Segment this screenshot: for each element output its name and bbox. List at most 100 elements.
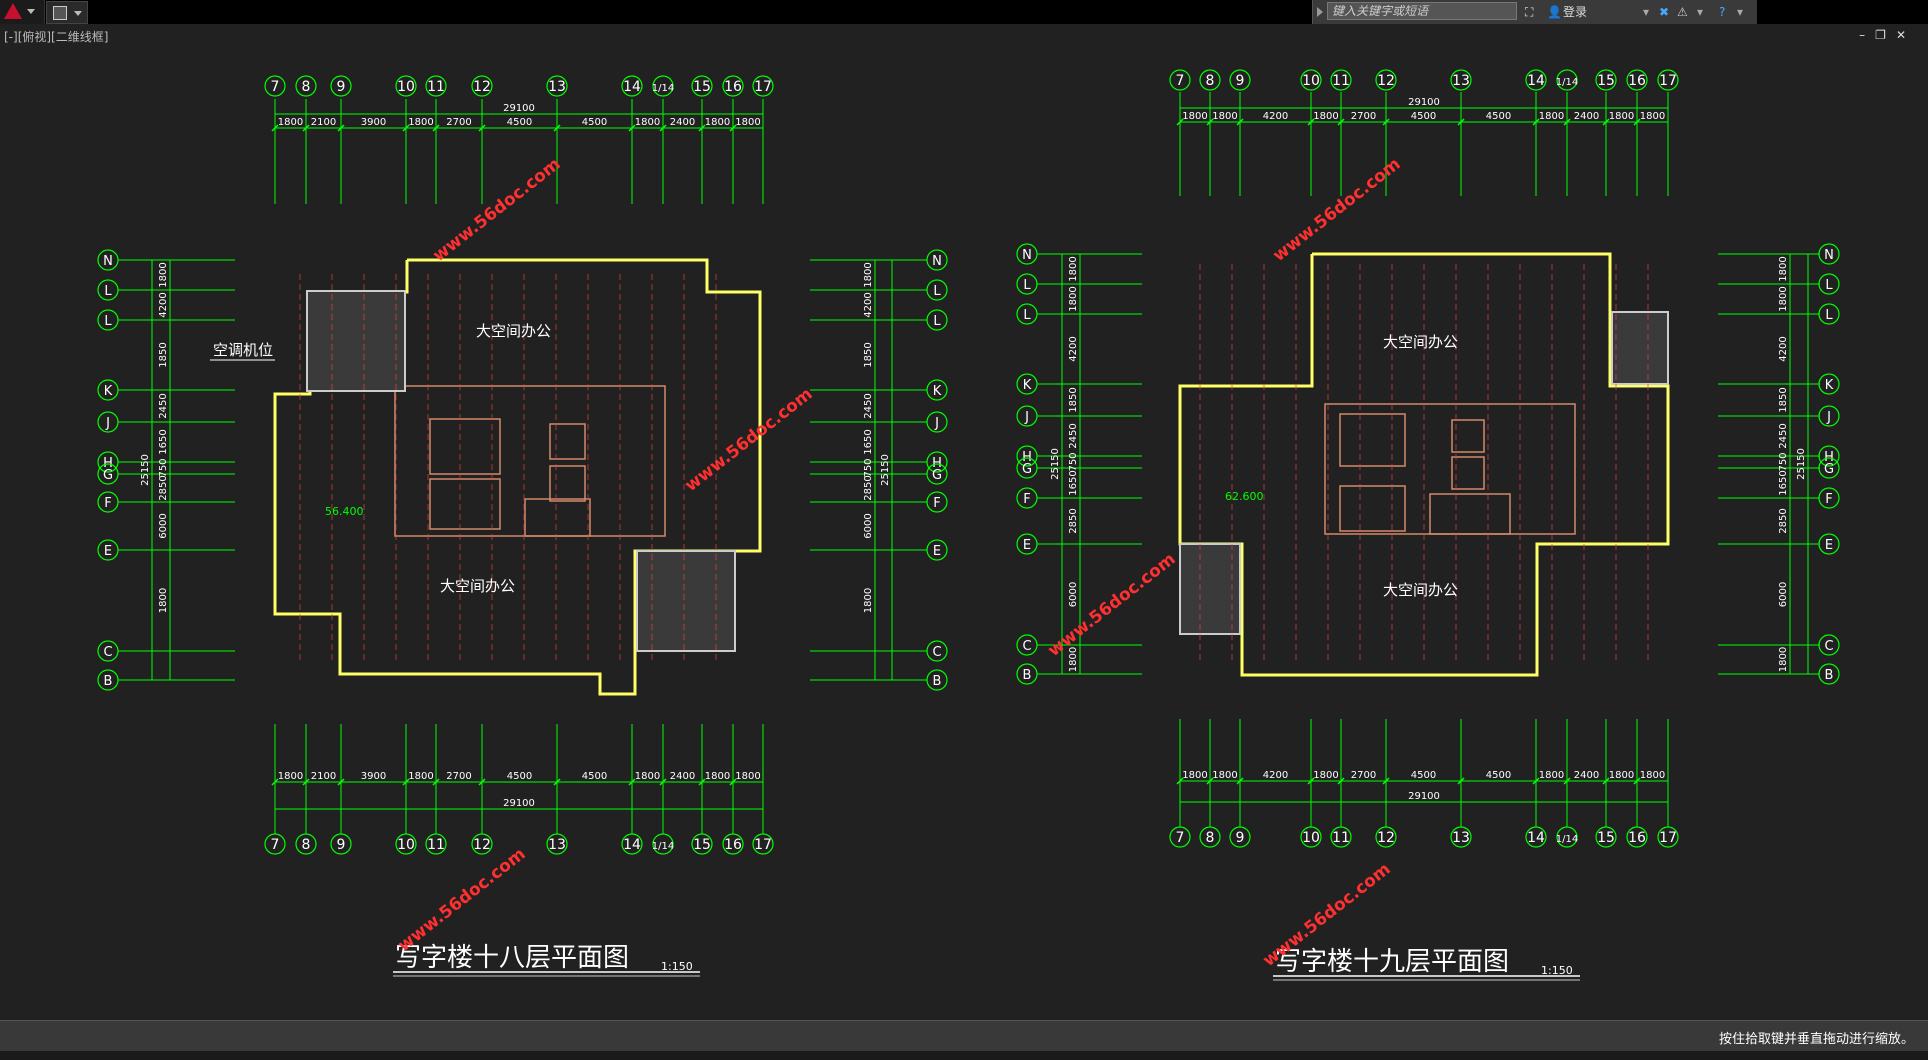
dim-text: 2700 [446, 117, 471, 128]
binoculars-icon[interactable]: ⛶ [1525, 5, 1534, 19]
row-label: G [932, 468, 942, 483]
axis-label: 1/14 [652, 83, 674, 94]
dim-text: 4200 [1778, 336, 1789, 361]
dim-text: 6000 [863, 513, 874, 538]
login-button[interactable]: 登录 [1563, 5, 1588, 19]
dim-text: 4200 [863, 292, 874, 317]
application-menu-button[interactable] [0, 0, 45, 24]
axis-label: 14 [623, 79, 641, 95]
row-bubble [1016, 273, 1038, 295]
dim-total: 25150 [1050, 448, 1061, 480]
dim-text: 2450 [158, 393, 169, 418]
row-bubble [1016, 533, 1038, 555]
dim-text: 6000 [1068, 582, 1079, 607]
dim-tick [1563, 777, 1571, 785]
dim-tick [553, 778, 561, 786]
expand-arrow-icon[interactable] [1317, 7, 1323, 17]
chevron-down-icon[interactable]: ▾ [1737, 5, 1744, 19]
axis-label: 11 [1332, 73, 1350, 89]
dim-tick [1532, 118, 1540, 126]
dim-text: 1800 [1068, 256, 1079, 281]
search-input[interactable] [1327, 2, 1517, 20]
dim-text: 1800 [1068, 286, 1079, 311]
dim-text: 750 [158, 458, 169, 477]
row-bubble [1016, 663, 1038, 685]
axis-bubble [1626, 826, 1648, 848]
chevron-down-icon[interactable]: ▾ [1697, 5, 1704, 19]
watermarks: www.56doc.comwww.56doc.comwww.56doc.comw… [394, 154, 1404, 971]
row-label: N [103, 254, 113, 269]
restore-icon[interactable]: ❐ [1875, 28, 1896, 42]
hatched-ac-area-top [306, 290, 736, 652]
right-row-axes: NLLKJHGFECB18001800420018502450750165028… [1718, 243, 1840, 685]
axis-bubble [1525, 69, 1547, 91]
row-bubble [926, 451, 948, 473]
dim-tick [729, 124, 737, 132]
dim-tick [1563, 118, 1571, 126]
row-label: K [933, 384, 942, 399]
axis-label: 14 [623, 837, 641, 853]
dim-text: 1800 [408, 771, 433, 782]
quick-access-toolbar[interactable] [46, 1, 88, 24]
row-label: J [934, 416, 939, 431]
window-controls[interactable]: –❐✕ [1859, 28, 1916, 42]
viewport-controls[interactable]: [-][俯视][二维线框] [4, 30, 109, 44]
dim-text: 3900 [361, 117, 386, 128]
minimize-icon[interactable]: – [1859, 28, 1876, 42]
exchange-icon[interactable]: ✖ [1659, 5, 1670, 19]
axis-label: 1/14 [1556, 834, 1578, 845]
interior-walls [1324, 403, 1576, 535]
axis-bubble [1556, 69, 1578, 91]
row-bubble [926, 463, 948, 485]
dim-tick [478, 778, 486, 786]
dim-tick [1382, 118, 1390, 126]
bottom-strip [0, 1051, 1928, 1060]
close-icon[interactable]: ✕ [1895, 28, 1916, 42]
watermark-text: www.56doc.com [1044, 549, 1179, 661]
dim-text: 1800 [1182, 111, 1207, 122]
dim-text: 3900 [361, 771, 386, 782]
help-icon[interactable]: ? [1719, 5, 1726, 19]
axis-label: 11 [427, 837, 445, 853]
axis-bubble [1657, 826, 1679, 848]
row-label: C [1022, 639, 1031, 654]
row-bubble [1016, 457, 1038, 479]
dim-tick [402, 124, 410, 132]
dim-text: 1800 [1609, 111, 1634, 122]
watermark-text: www.56doc.com [681, 384, 816, 496]
interior-walls [394, 385, 666, 537]
axis-bubble [652, 75, 674, 97]
dim-text: 1800 [1182, 770, 1207, 781]
axis-label: 11 [1332, 830, 1350, 846]
dim-text: 2850 [863, 475, 874, 500]
dim-text: 2400 [1574, 770, 1599, 781]
chevron-down-icon[interactable]: ▾ [1643, 5, 1650, 19]
autodesk-a360-icon[interactable]: ⚠ [1677, 5, 1688, 19]
axis-label: 7 [271, 837, 280, 853]
plan-scale: 1:150 [1541, 964, 1573, 977]
row-bubble [926, 640, 948, 662]
infocenter-bar: ⛶ 👤 登录 ▾ ✖ ⚠ ▾ ? ▾ [1312, 0, 1757, 24]
dim-text: 2100 [311, 117, 336, 128]
dim-total: 25150 [140, 454, 151, 486]
axis-label: 10 [397, 79, 415, 95]
axis-bubble [722, 75, 744, 97]
dim-tick [1337, 777, 1345, 785]
axis-bubble [752, 833, 774, 855]
dim-text: 1800 [1212, 111, 1237, 122]
ac-unit-label: 空调机位 [213, 341, 273, 359]
row-label: L [933, 314, 941, 329]
axis-bubble [1330, 69, 1352, 91]
interior-grid [1199, 264, 1649, 664]
dim-text: 4500 [582, 771, 607, 782]
dim-tick [1337, 118, 1345, 126]
axis-label: 12 [473, 837, 491, 853]
dim-tick [1457, 777, 1465, 785]
row-bubble [1016, 634, 1038, 656]
row-label: E [933, 544, 941, 559]
dim-total: 25150 [880, 454, 891, 486]
room-label-top: 大空间办公 [1383, 333, 1458, 351]
dim-tick [1633, 777, 1641, 785]
